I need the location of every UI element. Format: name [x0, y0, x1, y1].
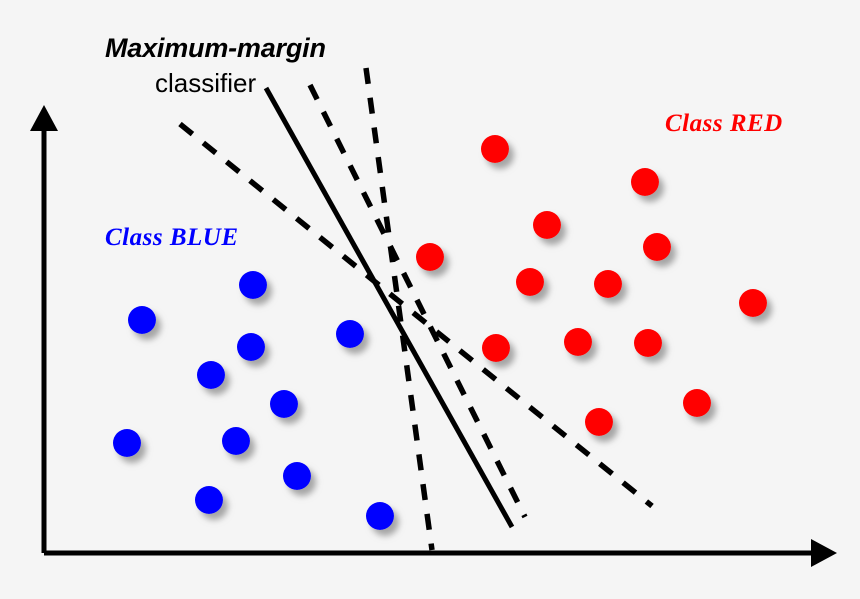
data-point-class-blue	[197, 361, 225, 389]
data-point-class-blue	[113, 429, 141, 457]
class-blue-label: Class BLUE	[105, 224, 239, 251]
data-point-class-red	[739, 289, 767, 317]
data-point-class-red	[631, 168, 659, 196]
boundary-candidate-boundary-1	[178, 121, 654, 509]
data-point-class-blue	[366, 502, 394, 530]
data-point-class-blue	[222, 427, 250, 455]
data-point-class-red	[585, 408, 613, 436]
boundary-candidate-boundary-3	[363, 67, 435, 551]
data-point-class-blue	[239, 271, 267, 299]
data-point-class-blue	[270, 390, 298, 418]
data-point-class-blue	[195, 486, 223, 514]
decision-boundaries-group	[178, 67, 654, 551]
boundary-maximum-margin-classifier	[263, 86, 515, 529]
data-point-class-red	[533, 211, 561, 239]
data-point-class-blue	[336, 320, 364, 348]
data-point-class-blue	[237, 333, 265, 361]
axes-group	[30, 105, 837, 567]
page-title-line1: Maximum-margin	[105, 33, 326, 63]
data-point-class-red	[594, 270, 622, 298]
boundary-candidate-boundary-2	[307, 83, 528, 519]
data-point-class-red	[416, 243, 444, 271]
data-points-group	[113, 135, 767, 530]
data-point-class-red	[683, 389, 711, 417]
data-point-class-red	[643, 233, 671, 261]
data-point-class-red	[516, 268, 544, 296]
data-point-class-blue	[283, 462, 311, 490]
data-point-class-red	[482, 334, 510, 362]
page-title-line2: classifier	[155, 68, 257, 98]
data-point-class-red	[634, 329, 662, 357]
data-point-class-red	[564, 328, 592, 356]
class-red-label: Class RED	[665, 110, 783, 137]
data-point-class-red	[481, 135, 509, 163]
data-point-class-blue	[128, 306, 156, 334]
